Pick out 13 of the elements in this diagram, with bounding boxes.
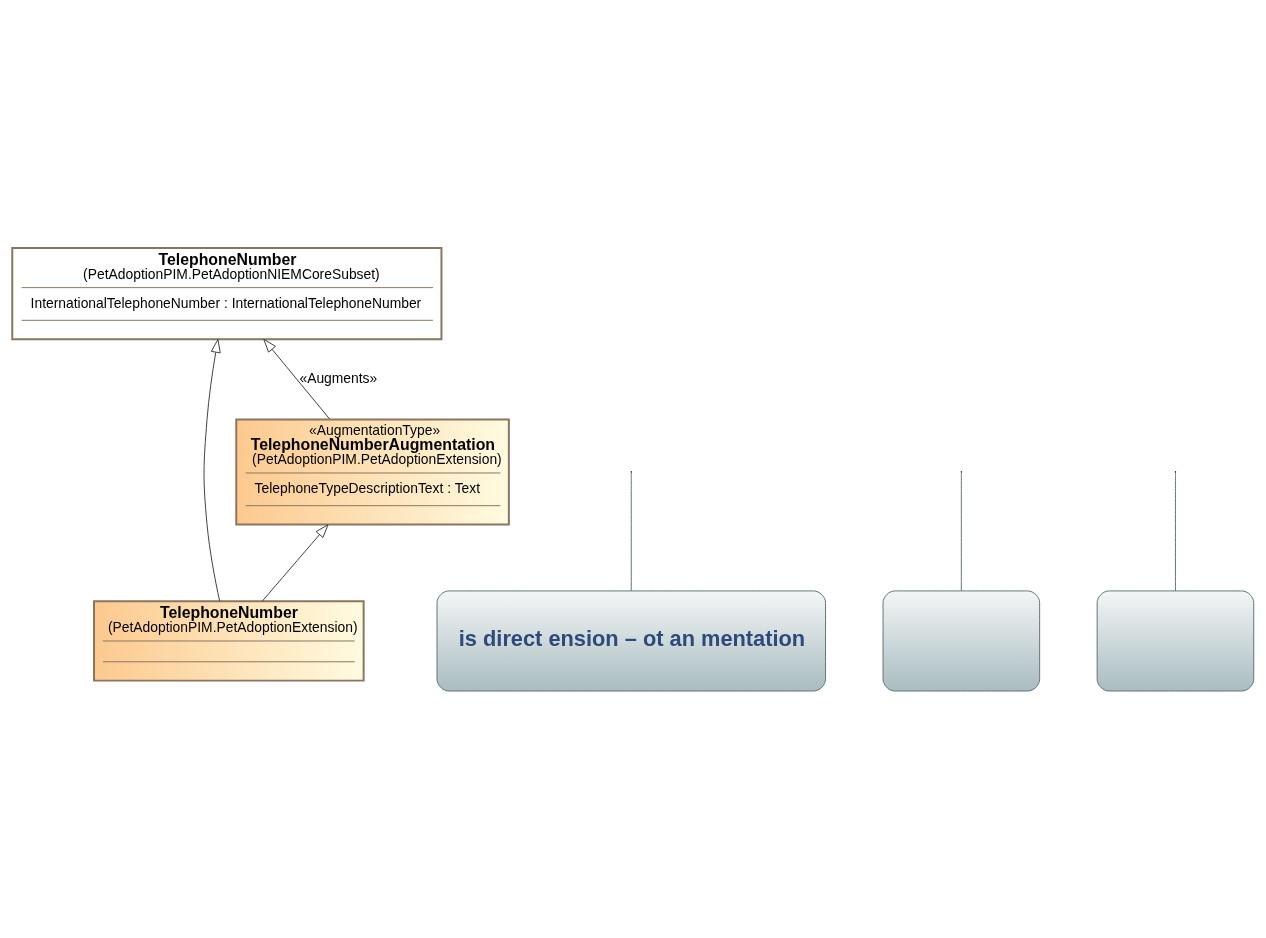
edge-label: «Augments» (299, 369, 378, 386)
connector (1174, 472, 1176, 591)
node-box (882, 589, 1041, 692)
node-box: is direct ension – ot an mentation (436, 589, 827, 692)
node-box: «AugmentationType» TelephoneNumberAugmentation (PetAdoptionPIM.PetAdoptionExtension) TelephoneTypeDescriptionText : Text (235, 417, 510, 525)
connector (960, 472, 962, 591)
node-box (1096, 589, 1255, 692)
arrow (203, 338, 221, 602)
arrow (261, 523, 329, 602)
node-box: TelephoneNumber (PetAdoptionPIM.PetAdoptionNIEMCoreSubset) InternationalTelephoneNumber : InternationalTelephoneNumber (11, 246, 443, 340)
node-box: TelephoneNumber (PetAdoptionPIM.PetAdoptionExtension) (93, 599, 365, 682)
arrow (263, 338, 331, 419)
connector (630, 472, 632, 591)
